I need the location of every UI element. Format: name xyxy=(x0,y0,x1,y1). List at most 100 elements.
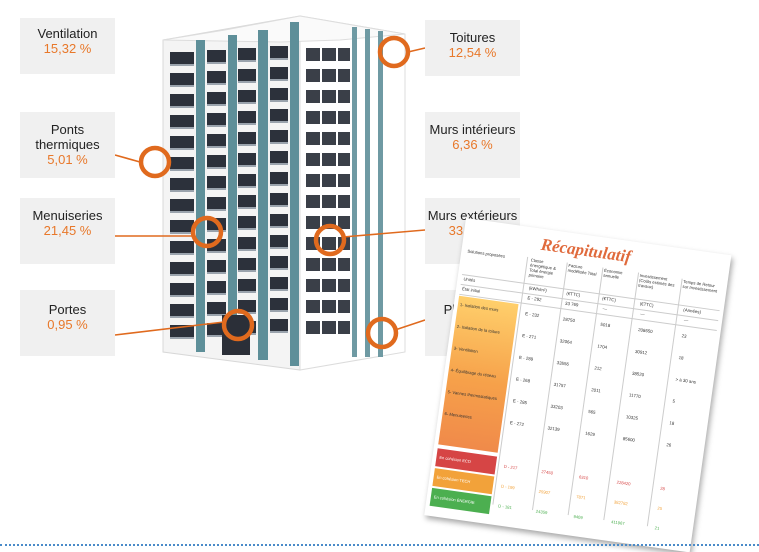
ring-toitures xyxy=(377,35,411,69)
building-window xyxy=(270,256,288,269)
summary-item-cell: 31757 xyxy=(553,381,567,389)
building-window xyxy=(207,92,226,105)
building-window xyxy=(306,90,320,103)
summary-item-cell: 565 xyxy=(587,408,596,415)
building-window xyxy=(170,115,194,128)
building-window xyxy=(338,174,350,187)
building-window xyxy=(170,220,194,233)
building-window xyxy=(306,300,320,313)
building-window xyxy=(322,279,336,292)
building-window xyxy=(238,258,256,271)
building-window xyxy=(238,69,256,82)
card-percentage: 5,01 % xyxy=(47,152,88,167)
card-toitures: Toitures 12,54 % xyxy=(425,20,520,76)
building-window xyxy=(338,153,350,166)
building-window xyxy=(322,48,336,61)
summary-unit: (€TTC) xyxy=(566,290,581,298)
building-window xyxy=(270,214,288,227)
summary-band-cell: 6310 xyxy=(578,474,589,481)
building-window xyxy=(270,109,288,122)
building-window xyxy=(306,279,320,292)
building-window xyxy=(270,319,288,332)
building-window xyxy=(270,67,288,80)
building-window xyxy=(270,130,288,143)
summary-item-cell: E - 272 xyxy=(509,420,525,428)
card-name: Ponts thermiques xyxy=(35,122,100,152)
summary-item-cell: 18 xyxy=(669,420,675,426)
leader-line-planchers xyxy=(394,319,426,331)
card-name: Toitures xyxy=(449,30,496,45)
building-window xyxy=(170,241,194,254)
building-window xyxy=(238,153,256,166)
building-window xyxy=(270,277,288,290)
building-window xyxy=(238,195,256,208)
building-roof xyxy=(162,15,406,43)
summary-item-cell: > à 30 ans xyxy=(675,376,697,385)
building-window xyxy=(207,197,226,210)
summary-band-cell: D - 181 xyxy=(497,503,513,511)
summary-current-cell: — xyxy=(683,317,689,323)
summary-item-cell: 85600 xyxy=(622,435,636,443)
summary-band-cell: D - 199 xyxy=(500,483,515,491)
building-window xyxy=(338,48,350,61)
summary-item-cell: E - 232 xyxy=(524,311,540,319)
building-window xyxy=(170,157,194,170)
building-window xyxy=(238,48,256,61)
building-column xyxy=(365,29,370,357)
leader-line-portes xyxy=(114,321,225,336)
building-window xyxy=(170,199,194,212)
building-window xyxy=(238,237,256,250)
leader-line-ponts xyxy=(114,154,141,163)
building-window xyxy=(270,298,288,311)
building-window xyxy=(338,69,350,82)
building-window xyxy=(270,88,288,101)
summary-item-cell: 23 xyxy=(681,333,687,339)
card-percentage: 0,95 % xyxy=(47,317,88,332)
card-ventilation: Ventilation 15,32 % xyxy=(20,18,115,74)
building-window xyxy=(306,111,320,124)
summary-item-cell: 2011 xyxy=(590,387,602,394)
building-window xyxy=(322,195,336,208)
summary-item-cell: E - 285 xyxy=(512,398,528,406)
building-window xyxy=(306,69,320,82)
summary-band-cell: D - 217 xyxy=(503,463,518,471)
summary-band-cell: 25907 xyxy=(538,488,551,496)
card-name: Ventilation xyxy=(37,26,98,41)
building-window xyxy=(238,279,256,292)
building-window xyxy=(322,258,336,271)
building-window xyxy=(306,174,320,187)
building-column xyxy=(228,35,237,355)
building-window xyxy=(207,323,226,336)
building-window xyxy=(170,73,194,86)
card-portes: Portes 0,95 % xyxy=(20,290,115,356)
building-window xyxy=(306,258,320,271)
summary-item-cell: 1629 xyxy=(584,430,596,438)
summary-item-cell: 1704 xyxy=(597,343,608,350)
building-window xyxy=(338,216,350,229)
summary-header: Économie annuelle xyxy=(603,267,623,280)
summary-item-cell: E - 289 xyxy=(518,354,534,362)
building-window xyxy=(338,279,350,292)
building-window xyxy=(322,321,336,334)
building-window xyxy=(338,300,350,313)
summary-item-cell: 26 xyxy=(666,442,672,448)
summary-band-cell: 24359 xyxy=(535,508,548,516)
building-window xyxy=(270,193,288,206)
building-window xyxy=(170,178,194,191)
summary-item-cell: 18 xyxy=(678,354,684,361)
leader-line-murs-ext xyxy=(342,229,426,238)
summary-item-cell: 30912 xyxy=(634,348,648,356)
summary-band-cell: 28 xyxy=(659,485,666,492)
building-window xyxy=(238,90,256,103)
card-menuiseries: Menuiseries 21,45 % xyxy=(20,198,115,264)
building-window xyxy=(207,281,226,294)
building-window xyxy=(322,132,336,145)
building-window xyxy=(270,172,288,185)
summary-current-cell: — xyxy=(640,311,646,317)
summary-item-cell: 33203 xyxy=(550,403,564,411)
building-window xyxy=(322,174,336,187)
building-window xyxy=(338,195,350,208)
card-name: Menuiseries xyxy=(32,208,103,223)
building-window xyxy=(170,262,194,275)
